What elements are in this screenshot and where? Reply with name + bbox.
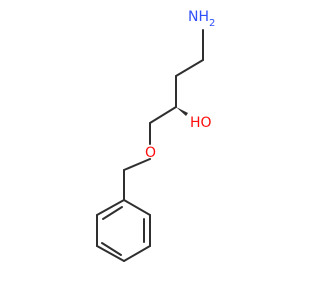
hydroxyl-label: HO — [190, 115, 212, 131]
ether-oxygen-label: O — [145, 145, 156, 161]
bond-c1-c2 — [175, 59, 204, 77]
bond-o-ch2 — [123, 158, 151, 171]
molecule-diagram: NH2 HO O — [96, 9, 215, 262]
wedge-bond-c3-oh — [176, 107, 188, 116]
amine-label: NH2 — [188, 9, 215, 29]
bond-c3-c4 — [149, 106, 177, 124]
benzene-ring — [96, 199, 151, 262]
